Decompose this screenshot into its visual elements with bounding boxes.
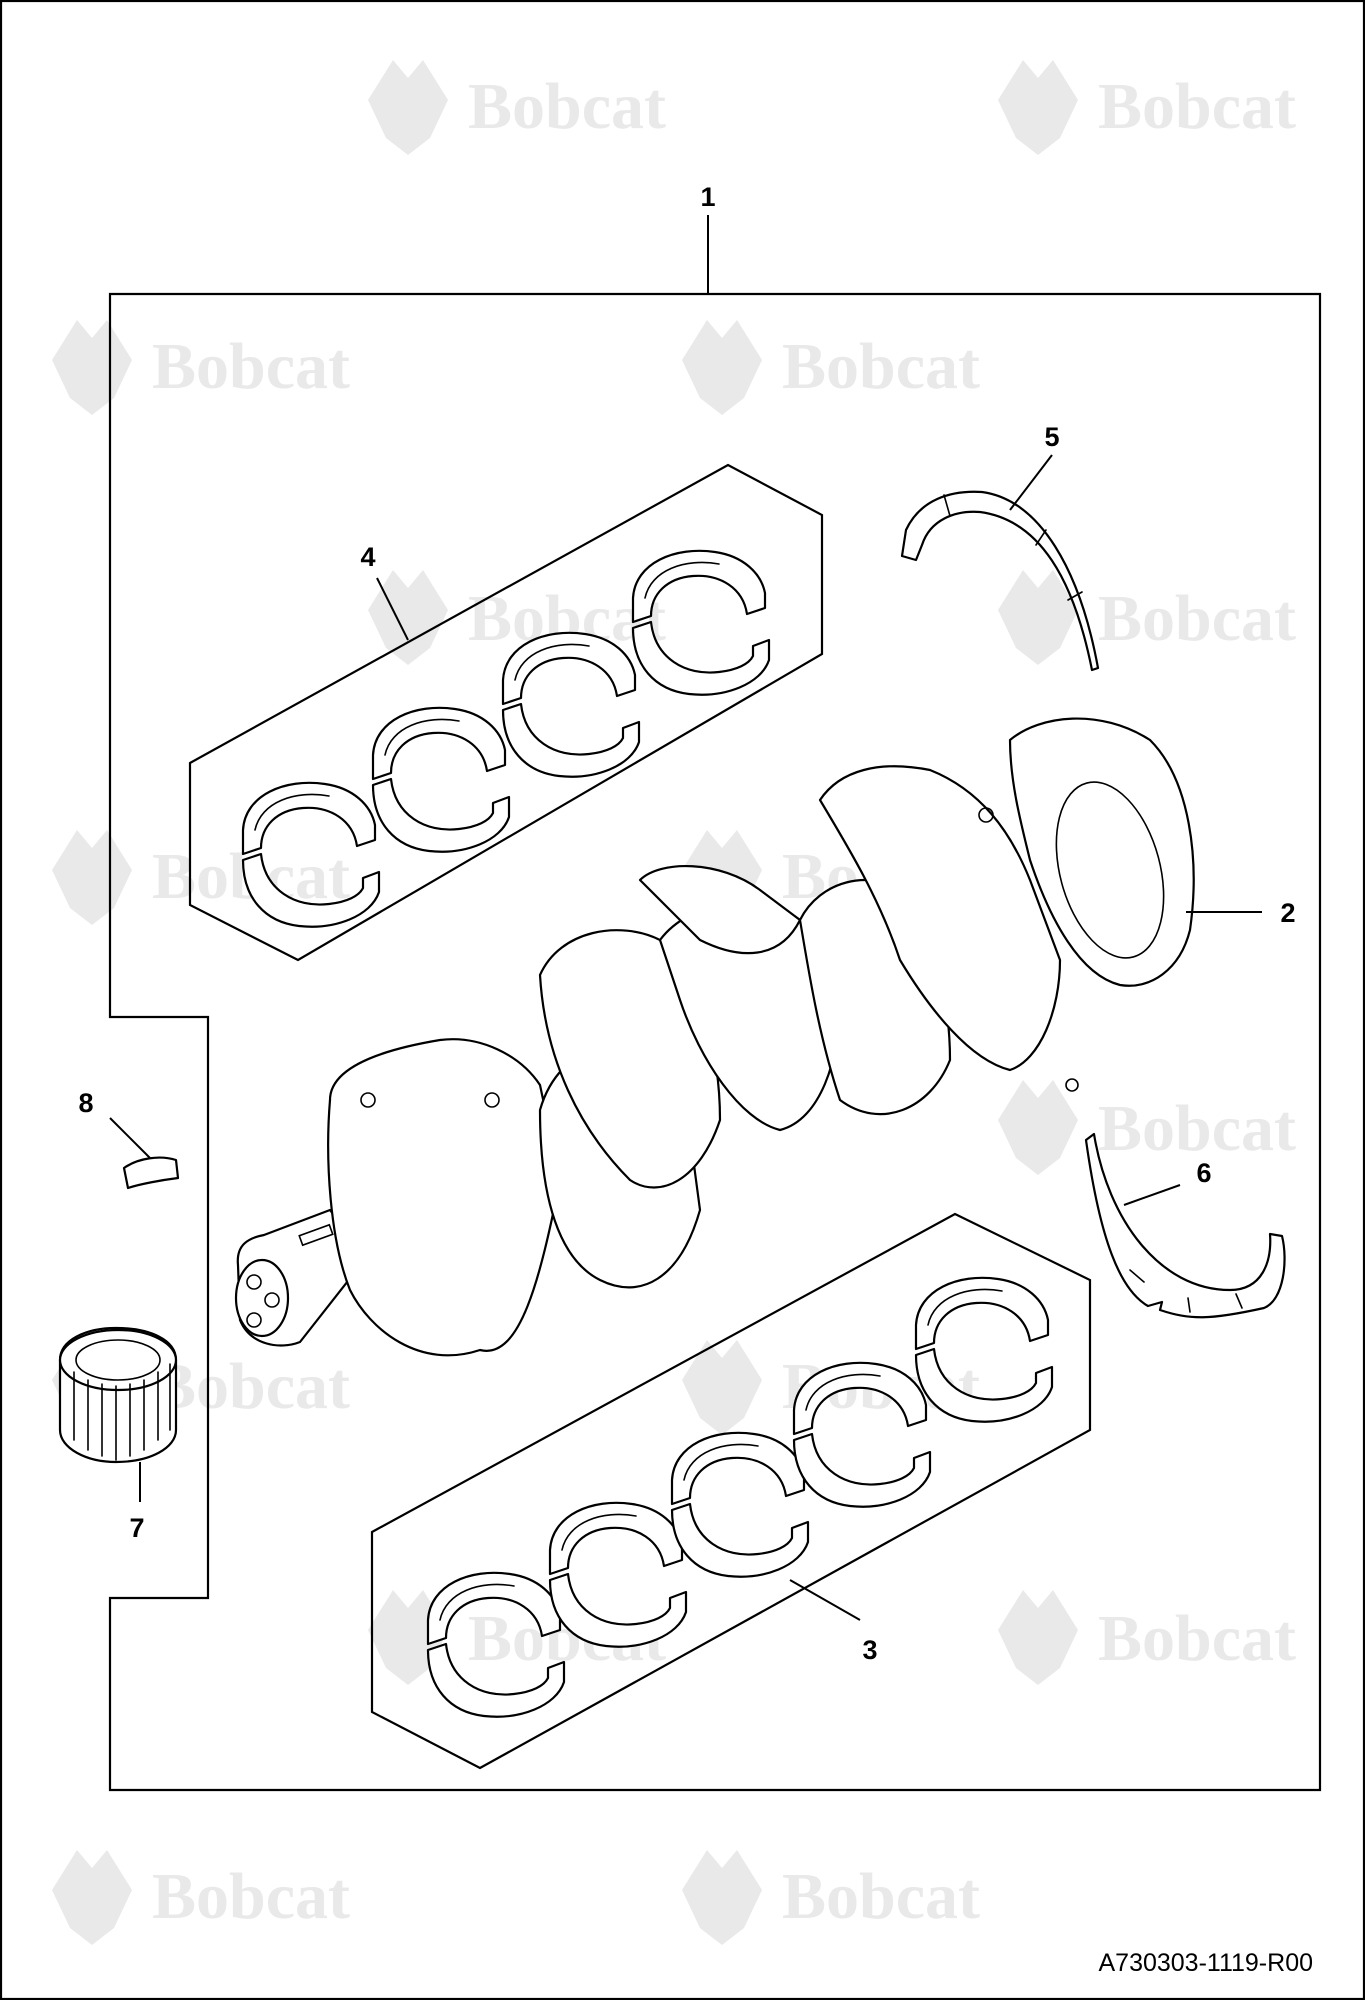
callout-6-leader [1123,1184,1181,1206]
callout-6: 6 [1196,1158,1211,1188]
watermark-text: Bobcat [782,1860,980,1933]
callout-3: 3 [862,1635,877,1665]
callout-5: 5 [1044,422,1059,452]
callout-4: 4 [360,542,375,572]
woodruff-key [122,1156,180,1190]
watermark-logo [368,60,448,155]
callout-4-leader [376,577,409,641]
drawing-id: A730303-1119-R00 [1098,1949,1313,1977]
watermark-text: Bobcat [152,1860,350,1933]
watermark-text: Bobcat [152,1350,350,1423]
watermark-text: Bobcat [152,330,350,403]
upper-thrust-washer [900,490,1100,672]
watermark-logo [52,830,132,925]
lower-bearing-panel [370,1212,1092,1770]
callout-7: 7 [129,1513,144,1543]
watermark-text: Bobcat [1098,1092,1296,1165]
kit-outline [108,292,1322,1792]
watermark-text: Bobcat [1098,582,1296,655]
watermark-logo [998,60,1078,155]
upper-bearing-panel [188,463,824,962]
watermark-logo [682,1850,762,1945]
watermark-logo [52,320,132,415]
callout-2: 2 [1280,898,1295,928]
watermark-text: Bobcat [1098,70,1296,143]
callout-5-leader [1009,454,1053,511]
watermark-logo [682,320,762,415]
watermark-text: Bobcat [1098,1602,1296,1675]
watermark-text: Bobcat [468,70,666,143]
watermark-logo [998,1590,1078,1685]
callout-8-leader [109,1117,151,1159]
crankshaft [234,717,1195,1357]
callout-1: 1 [700,182,715,212]
watermark-logo [998,1080,1078,1175]
watermark-logo [52,1850,132,1945]
crankshaft-gear [58,1326,178,1464]
callout-8: 8 [78,1088,93,1118]
watermark-logo [682,1340,762,1435]
lower-thrust-washer [1084,1132,1286,1319]
watermark-text: Bobcat [782,330,980,403]
callout-3-leader [789,1579,861,1621]
